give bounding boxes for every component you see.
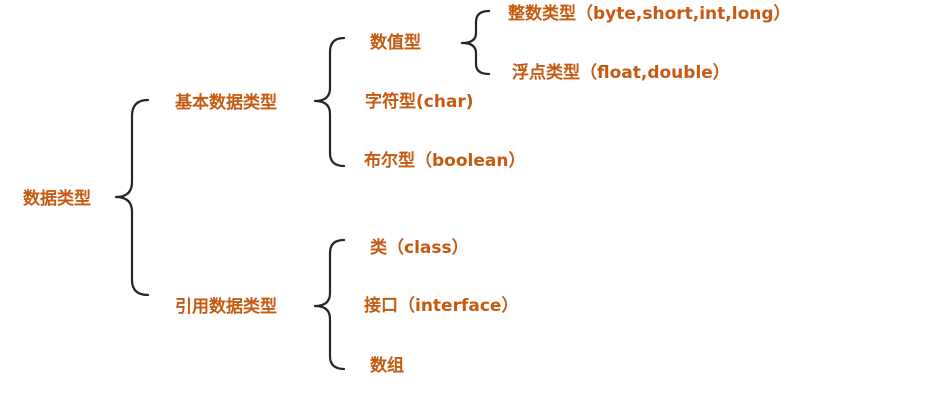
array-type-node: 数组 <box>370 356 404 376</box>
numeric-type-brace <box>460 9 491 76</box>
root-brace <box>114 98 150 297</box>
class-type-node: 类（class） <box>370 238 469 258</box>
boolean-type-node: 布尔型（boolean） <box>364 151 526 171</box>
reference-type-node: 引用数据类型 <box>175 297 277 317</box>
basic-type-brace <box>313 36 346 168</box>
float-type-node: 浮点类型（float,double） <box>512 63 730 83</box>
root-node: 数据类型 <box>23 189 91 209</box>
interface-type-node: 接口（interface） <box>364 296 519 316</box>
numeric-type-node: 数值型 <box>370 33 421 53</box>
char-type-node: 字符型(char) <box>365 92 474 112</box>
integer-type-node: 整数类型（byte,short,int,long） <box>508 4 791 24</box>
basic-type-node: 基本数据类型 <box>175 93 277 113</box>
reference-type-brace <box>313 238 346 371</box>
